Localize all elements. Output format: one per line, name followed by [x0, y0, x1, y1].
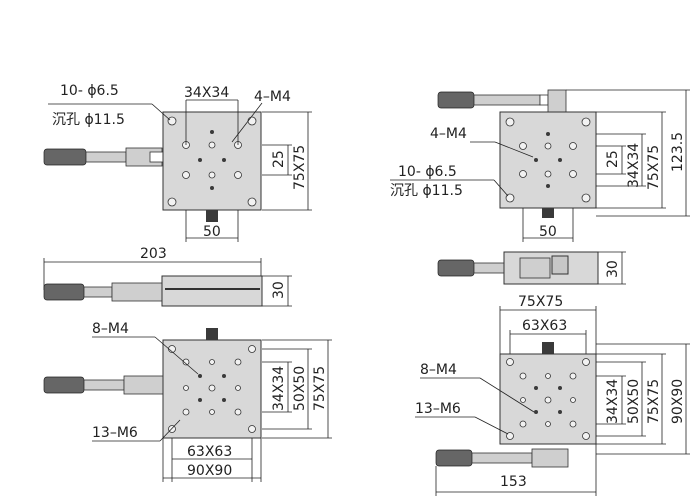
dim-75x75: 75X75	[292, 145, 308, 190]
stage-plate-top-left	[162, 111, 262, 211]
top-right-view: 4–M4 10- ϕ6.5 沉孔 ϕ11.5 25 34X34 75X75 12…	[390, 89, 690, 242]
dim-34x34: 34X34	[271, 366, 287, 411]
label-4-m4: 4–M4	[254, 89, 291, 105]
dim-63x63-top: 63X63	[522, 318, 567, 334]
hole-pattern-bottom-right	[506, 358, 590, 440]
dim-30-left: 30	[271, 281, 287, 299]
dim-50: 50	[203, 224, 221, 240]
dim-50x50: 50X50	[292, 366, 308, 411]
top-left-view: 34X34 4–M4 10- ϕ6.5 沉孔 ϕ11.5 25 75X75 50	[43, 83, 312, 242]
dim-34x34: 34X34	[184, 85, 229, 101]
hole-pattern-top-right	[505, 117, 591, 203]
dim-75x75-top: 75X75	[518, 294, 563, 310]
label-13-m6: 13–M6	[92, 425, 138, 441]
label-counterbore-tr: 沉孔 ϕ11.5	[390, 183, 463, 199]
label-8-m4: 8–M4	[92, 321, 129, 337]
stage-side-right	[503, 251, 599, 285]
dim-123-5: 123.5	[670, 132, 686, 172]
dim-90x90: 90X90	[187, 463, 232, 479]
dim-75x75-bl: 75X75	[312, 366, 328, 411]
label-4-m4-tr: 4–M4	[430, 126, 467, 142]
dim-50-tr: 50	[539, 224, 557, 240]
stage-plate-top-right	[499, 111, 597, 209]
hole-pattern	[167, 116, 257, 207]
hole-pattern-bottom-left	[168, 345, 256, 433]
dim-203: 203	[140, 246, 167, 262]
label-hole-spec-tr: 10- ϕ6.5	[398, 164, 457, 180]
dim-75x75-tr: 75X75	[646, 145, 662, 190]
dim-25-tr: 25	[605, 150, 621, 168]
label-8-m4-br: 8–M4	[420, 362, 457, 378]
stage-side-left	[161, 275, 263, 307]
middle-right-side-view: 30	[437, 251, 626, 285]
micrometer-left-top	[43, 147, 165, 167]
lock-knob	[206, 210, 218, 222]
dim-90x90-br: 90X90	[670, 379, 686, 424]
dim-75x75-br: 75X75	[646, 379, 662, 424]
label-counterbore: 沉孔 ϕ11.5	[52, 112, 125, 128]
label-13-m6-br: 13–M6	[415, 401, 461, 417]
dim-34x34-tr: 34X34	[626, 143, 642, 188]
label-hole-spec: 10- ϕ6.5	[60, 83, 119, 99]
dim-25: 25	[271, 150, 287, 168]
bottom-left-view: 8–M4 13–M6 34X34 50X50 75X75 63X63 90X90	[43, 321, 332, 482]
dim-34x34-br: 34X34	[605, 379, 621, 424]
bottom-right-view: 75X75 63X63 8–M4 13–M6 34X34	[415, 294, 690, 496]
dim-50x50-br: 50X50	[626, 379, 642, 424]
dim-63x63: 63X63	[187, 444, 232, 460]
middle-left-side-view: 203 30	[43, 246, 292, 307]
dim-153: 153	[500, 474, 527, 490]
dim-30-right: 30	[605, 260, 621, 278]
